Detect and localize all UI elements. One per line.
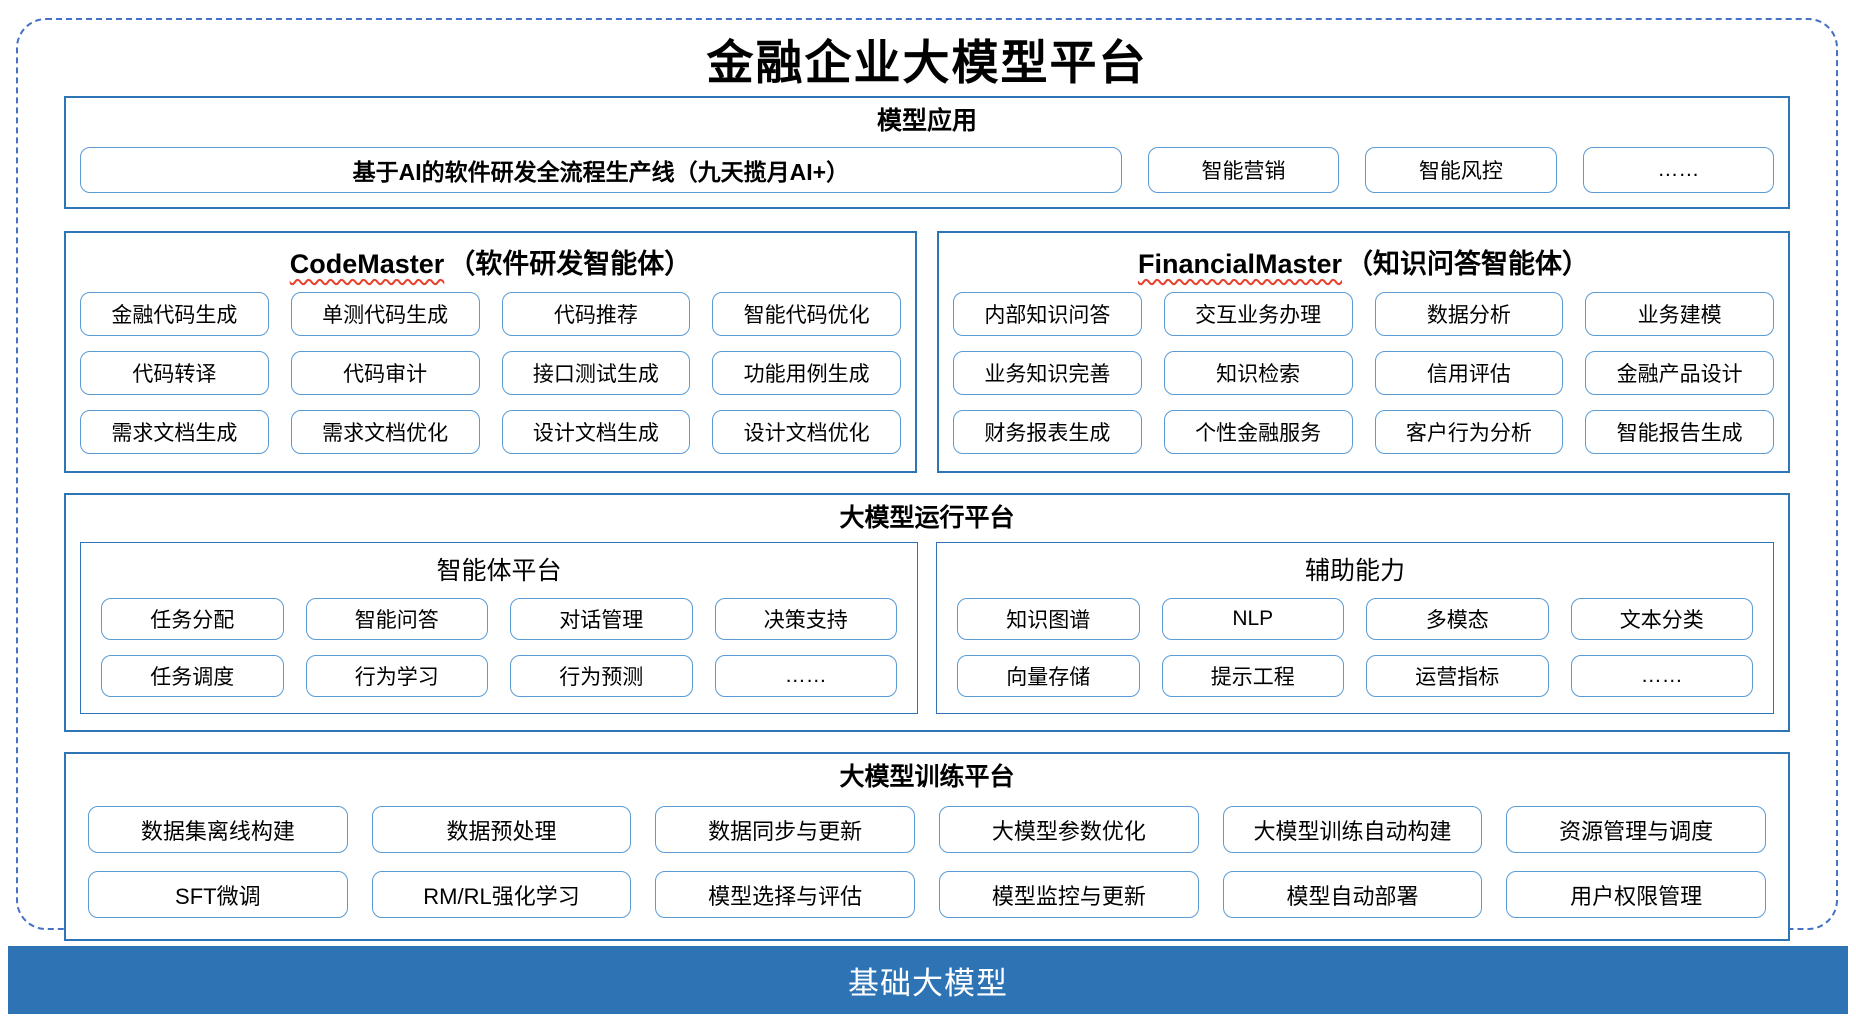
financialmaster-title-zh: （知识问答智能体） bbox=[1346, 248, 1590, 279]
codemaster-item-box: 接口测试生成 bbox=[501, 350, 691, 395]
agent-platform-grid: 任务分配 智能问答 对话管理 决策支持 任务调度 行为学习 行为预测 …… bbox=[101, 597, 897, 697]
financialmaster-item-box: 金融产品设计 bbox=[1585, 350, 1774, 395]
foundation-models-label: 基础大模型 bbox=[848, 965, 1008, 1001]
training-platform-title: 大模型训练平台 bbox=[839, 762, 1015, 791]
financialmaster-item-box: 财务报表生成 bbox=[953, 409, 1142, 454]
section-runtime-platform: 大模型运行平台 智能体平台 任务分配 智能问答 对话管理 决策支持 任务调度 行… bbox=[64, 492, 1790, 732]
codemaster-item-box: 代码转译 bbox=[80, 350, 269, 395]
financialmaster-title-en: FinancialMaster bbox=[1137, 248, 1343, 279]
training-item-box: 用户权限管理 bbox=[1506, 871, 1766, 919]
section-codemaster: CodeMaster（软件研发智能体） 金融代码生成 单测代码生成 代码推荐 智… bbox=[64, 230, 917, 473]
financialmaster-title: FinancialMaster（知识问答智能体） bbox=[953, 242, 1774, 281]
financialmaster-item-box: 个性金融服务 bbox=[1163, 409, 1353, 454]
financialmaster-item-box: 信用评估 bbox=[1374, 350, 1564, 395]
agent-platform-item-box: 决策支持 bbox=[714, 597, 897, 640]
codemaster-title-zh: （软件研发智能体） bbox=[448, 248, 692, 279]
platform-outer-frame: 金融企业大模型平台 模型应用 基于AI的软件研发全流程生产线（九天揽月AI+） … bbox=[16, 18, 1838, 942]
training-item-box: 大模型训练自动构建 bbox=[1222, 806, 1483, 854]
runtime-platform-title: 大模型运行平台 bbox=[839, 503, 1015, 532]
section-training-platform: 大模型训练平台 数据集离线构建 数据预处理 数据同步与更新 大模型参数优化 大模… bbox=[64, 751, 1790, 942]
codemaster-item-box: 需求文档优化 bbox=[290, 409, 480, 454]
training-item-box: 数据同步与更新 bbox=[655, 806, 915, 854]
section-model-applications: 模型应用 基于AI的软件研发全流程生产线（九天揽月AI+） 智能营销 智能风控 … bbox=[64, 96, 1790, 209]
codemaster-item-box: 功能用例生成 bbox=[712, 350, 901, 395]
aux-item-box: 运营指标 bbox=[1366, 654, 1549, 697]
aux-item-box: 提示工程 bbox=[1161, 654, 1344, 697]
agents-row: CodeMaster（软件研发智能体） 金融代码生成 单测代码生成 代码推荐 智… bbox=[64, 230, 1790, 473]
app-item-box: 智能营销 bbox=[1147, 146, 1340, 193]
financialmaster-item-box: 数据分析 bbox=[1374, 291, 1564, 336]
agent-platform-title: 智能体平台 bbox=[436, 556, 562, 585]
app-item-box: 智能风控 bbox=[1365, 146, 1557, 193]
agent-platform-item-box: 行为学习 bbox=[305, 654, 488, 697]
featured-pipeline-box: 基于AI的软件研发全流程生产线（九天揽月AI+） bbox=[80, 146, 1122, 193]
codemaster-title: CodeMaster（软件研发智能体） bbox=[80, 242, 901, 281]
financialmaster-grid: 内部知识问答 交互业务办理 数据分析 业务建模 业务知识完善 知识检索 信用评估… bbox=[953, 291, 1774, 454]
aux-item-box: NLP bbox=[1161, 597, 1344, 640]
agent-platform-item-box: 对话管理 bbox=[510, 597, 693, 640]
page-title: 金融企业大模型平台 bbox=[706, 36, 1148, 91]
codemaster-title-en: CodeMaster bbox=[289, 248, 445, 279]
training-item-box: RM/RL强化学习 bbox=[371, 871, 632, 919]
aux-item-box: 知识图谱 bbox=[957, 597, 1140, 640]
training-item-box: 模型选择与评估 bbox=[655, 871, 915, 919]
codemaster-item-box: 代码推荐 bbox=[501, 291, 691, 336]
aux-item-box: …… bbox=[1570, 654, 1753, 697]
agent-platform-item-box: 智能问答 bbox=[305, 597, 488, 640]
aux-item-box: 向量存储 bbox=[957, 654, 1140, 697]
training-item-box: SFT微调 bbox=[88, 871, 348, 919]
aux-capabilities-grid: 知识图谱 NLP 多模态 文本分类 向量存储 提示工程 运营指标 …… bbox=[957, 597, 1753, 697]
training-item-box: 模型自动部署 bbox=[1222, 871, 1483, 919]
agent-platform-box: 智能体平台 任务分配 智能问答 对话管理 决策支持 任务调度 行为学习 行为预测… bbox=[80, 541, 918, 714]
agent-platform-item-box: 任务调度 bbox=[101, 654, 284, 697]
codemaster-item-box: 金融代码生成 bbox=[80, 291, 269, 336]
aux-item-box: 多模态 bbox=[1366, 597, 1549, 640]
aux-capabilities-title: 辅助能力 bbox=[1304, 556, 1405, 585]
codemaster-item-box: 代码审计 bbox=[290, 350, 480, 395]
financialmaster-item-box: 客户行为分析 bbox=[1374, 409, 1564, 454]
financialmaster-item-box: 交互业务办理 bbox=[1163, 291, 1353, 336]
training-item-box: 大模型参数优化 bbox=[938, 806, 1199, 854]
codemaster-item-box: 智能代码优化 bbox=[712, 291, 901, 336]
training-platform-grid: 数据集离线构建 数据预处理 数据同步与更新 大模型参数优化 大模型训练自动构建 … bbox=[88, 806, 1766, 919]
aux-capabilities-box: 辅助能力 知识图谱 NLP 多模态 文本分类 向量存储 提示工程 运营指标 …… bbox=[936, 541, 1774, 714]
codemaster-item-box: 设计文档优化 bbox=[712, 409, 901, 454]
agent-platform-item-box: …… bbox=[714, 654, 897, 697]
codemaster-item-box: 单测代码生成 bbox=[290, 291, 480, 336]
section-financialmaster: FinancialMaster（知识问答智能体） 内部知识问答 交互业务办理 数… bbox=[937, 230, 1790, 473]
aux-item-box: 文本分类 bbox=[1570, 597, 1753, 640]
training-item-box: 数据集离线构建 bbox=[88, 806, 348, 854]
financialmaster-item-box: 内部知识问答 bbox=[953, 291, 1142, 336]
codemaster-grid: 金融代码生成 单测代码生成 代码推荐 智能代码优化 代码转译 代码审计 接口测试… bbox=[80, 291, 901, 454]
app-item-box: …… bbox=[1582, 146, 1775, 193]
financialmaster-item-box: 业务知识完善 bbox=[953, 350, 1142, 395]
agent-platform-item-box: 行为预测 bbox=[510, 654, 693, 697]
financialmaster-item-box: 业务建模 bbox=[1585, 291, 1774, 336]
financialmaster-item-box: 知识检索 bbox=[1163, 350, 1353, 395]
training-item-box: 模型监控与更新 bbox=[938, 871, 1199, 919]
runtime-row: 智能体平台 任务分配 智能问答 对话管理 决策支持 任务调度 行为学习 行为预测… bbox=[80, 541, 1774, 714]
training-item-box: 数据预处理 bbox=[371, 806, 632, 854]
financialmaster-item-box: 智能报告生成 bbox=[1585, 409, 1774, 454]
model-applications-title: 模型应用 bbox=[876, 107, 977, 136]
model-applications-row: 基于AI的软件研发全流程生产线（九天揽月AI+） 智能营销 智能风控 …… bbox=[80, 146, 1775, 193]
foundation-models-bar: 基础大模型 bbox=[8, 946, 1848, 1014]
codemaster-item-box: 需求文档生成 bbox=[80, 409, 269, 454]
training-item-box: 资源管理与调度 bbox=[1506, 806, 1766, 854]
codemaster-item-box: 设计文档生成 bbox=[501, 409, 691, 454]
agent-platform-item-box: 任务分配 bbox=[101, 597, 284, 640]
